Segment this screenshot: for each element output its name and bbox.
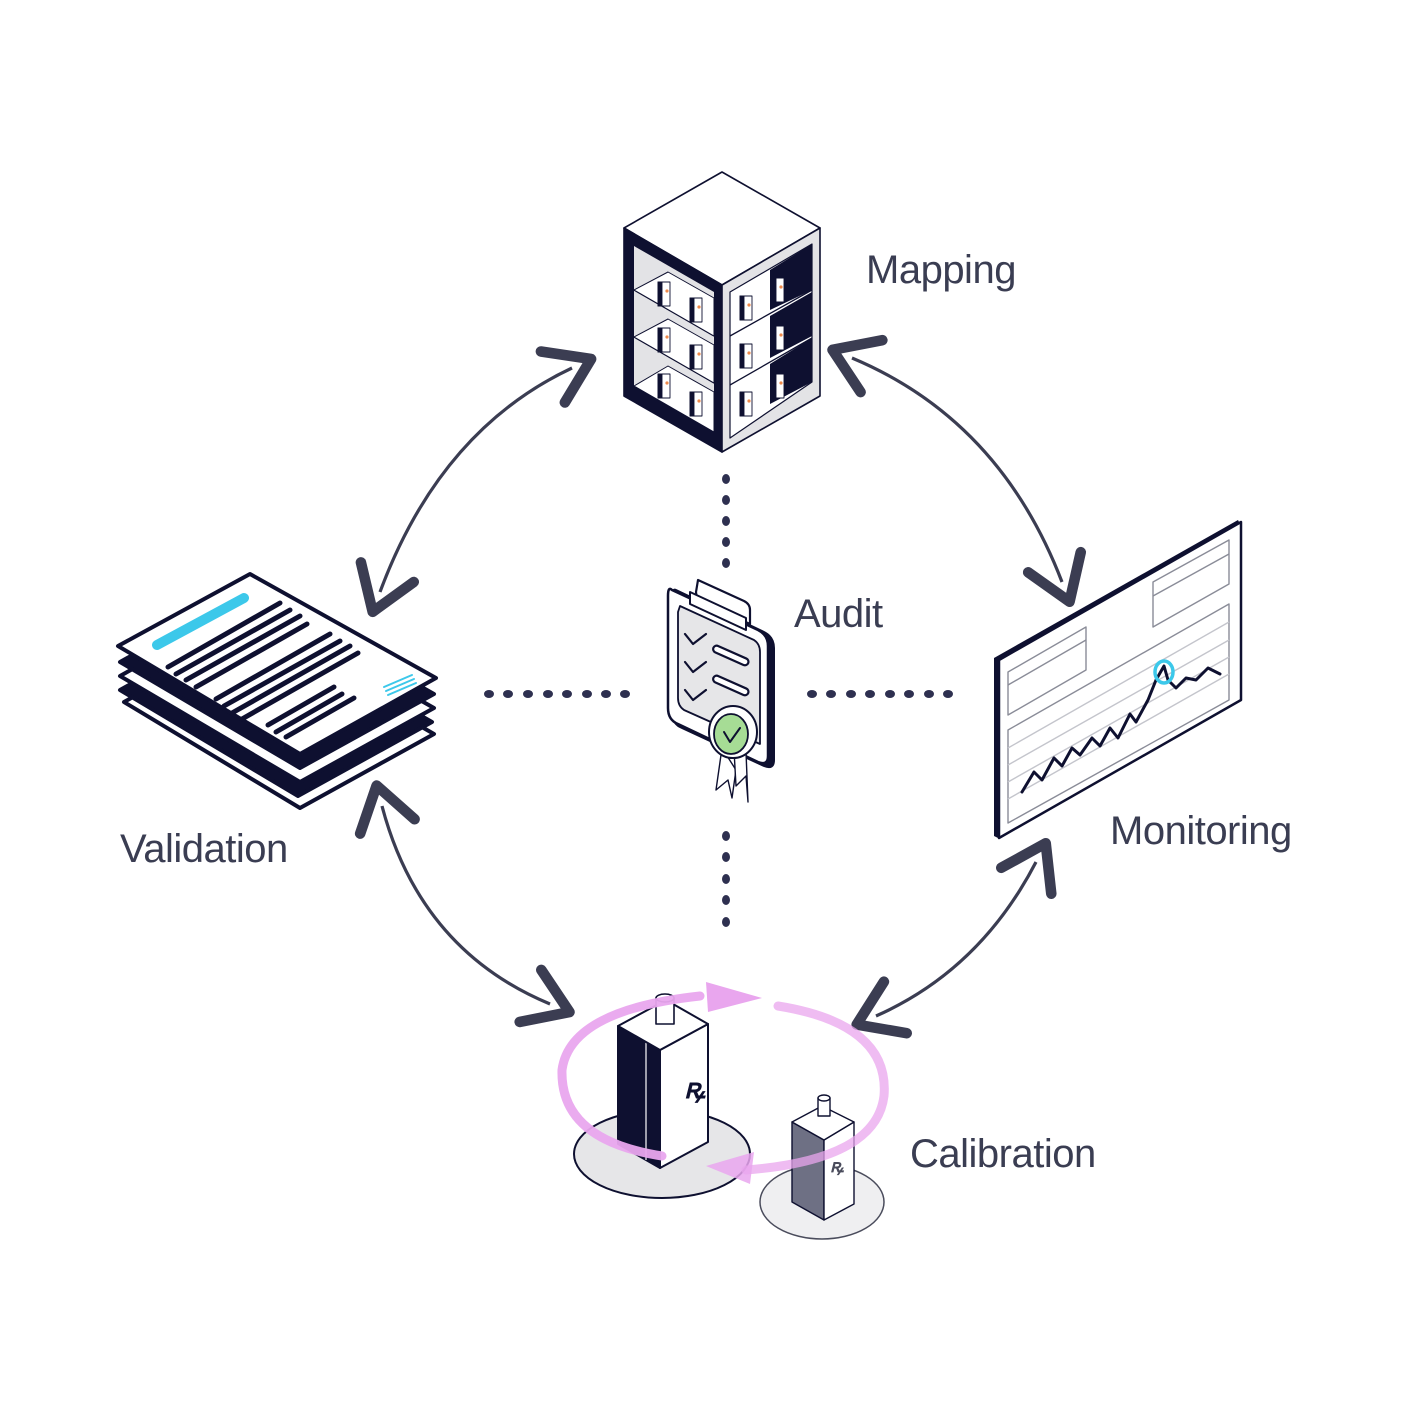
dots-audit-monitoring <box>807 690 953 698</box>
warehouse-shelving-icon <box>623 171 821 453</box>
ring-arrowhead-top <box>706 982 762 1012</box>
document-stack-icon <box>116 572 438 810</box>
sensor-rotation-icon: ꝶ ꝶ <box>557 982 889 1240</box>
brand-logo-small: ꝶ <box>830 1156 845 1176</box>
node-label-validation: Validation <box>120 827 288 871</box>
arrow-validation-mapping <box>355 346 597 618</box>
clipboard-certificate-icon <box>666 578 775 803</box>
brand-logo-large: ꝶ <box>684 1074 706 1105</box>
dotted-connectors <box>484 474 953 927</box>
dots-audit-validation <box>484 690 630 698</box>
ring-arrowhead-bottom <box>706 1152 754 1184</box>
node-label-audit: Audit <box>794 592 883 636</box>
rotation-ring <box>557 982 889 1184</box>
arrow-mapping-monitoring <box>827 334 1087 608</box>
dashboard-chart-icon <box>994 520 1243 840</box>
certificate-seal <box>713 713 749 755</box>
sensor-large: ꝶ <box>617 993 709 1169</box>
node-label-monitoring: Monitoring <box>1110 809 1292 853</box>
arrow-calibration-validation <box>354 780 575 1028</box>
monitoring-line-series <box>1020 664 1222 794</box>
node-label-mapping: Mapping <box>866 248 1016 292</box>
anomaly-highlight <box>1153 659 1175 685</box>
arrow-monitoring-calibration <box>851 837 1057 1039</box>
doc-title-bar <box>152 593 249 650</box>
shelf-devices <box>657 277 785 417</box>
node-label-calibration: Calibration <box>910 1132 1096 1176</box>
dots-audit-calibration <box>722 831 730 927</box>
dots-audit-mapping <box>722 474 730 568</box>
cycle-arrows <box>354 334 1087 1039</box>
